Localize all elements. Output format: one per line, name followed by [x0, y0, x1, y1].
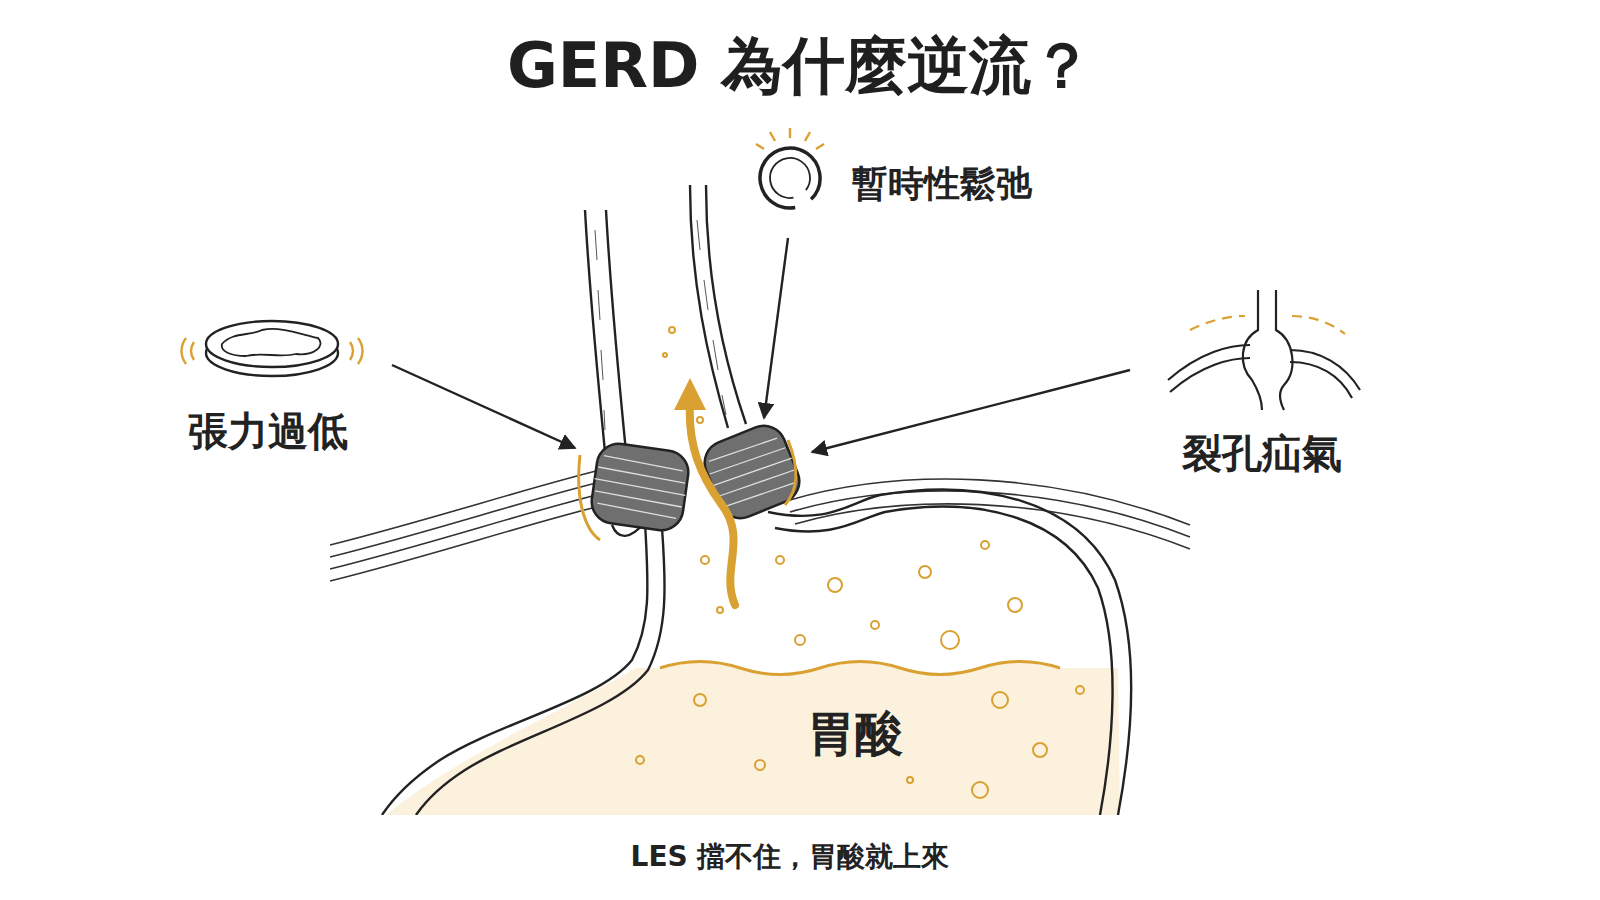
stomach [380, 490, 1131, 815]
title: GERD 為什麼逆流？ [0, 24, 1600, 108]
acid-bubbles [636, 327, 1084, 798]
relaxation-icon [755, 128, 825, 213]
leader-arrows [392, 238, 1130, 452]
callout-label: 張力過低 [188, 404, 348, 459]
reflux-arrow [674, 378, 735, 605]
esophagus-texture [595, 220, 726, 430]
callout-label: 裂孔疝氣 [1182, 426, 1342, 481]
low-tone-icon [182, 321, 363, 376]
caption: LES 擋不住，胃酸就上來 [0, 838, 1580, 876]
region-label: 胃酸 [807, 702, 903, 766]
hernia-icon [1168, 290, 1360, 410]
callout-label: 暫時性鬆弛 [852, 160, 1032, 209]
